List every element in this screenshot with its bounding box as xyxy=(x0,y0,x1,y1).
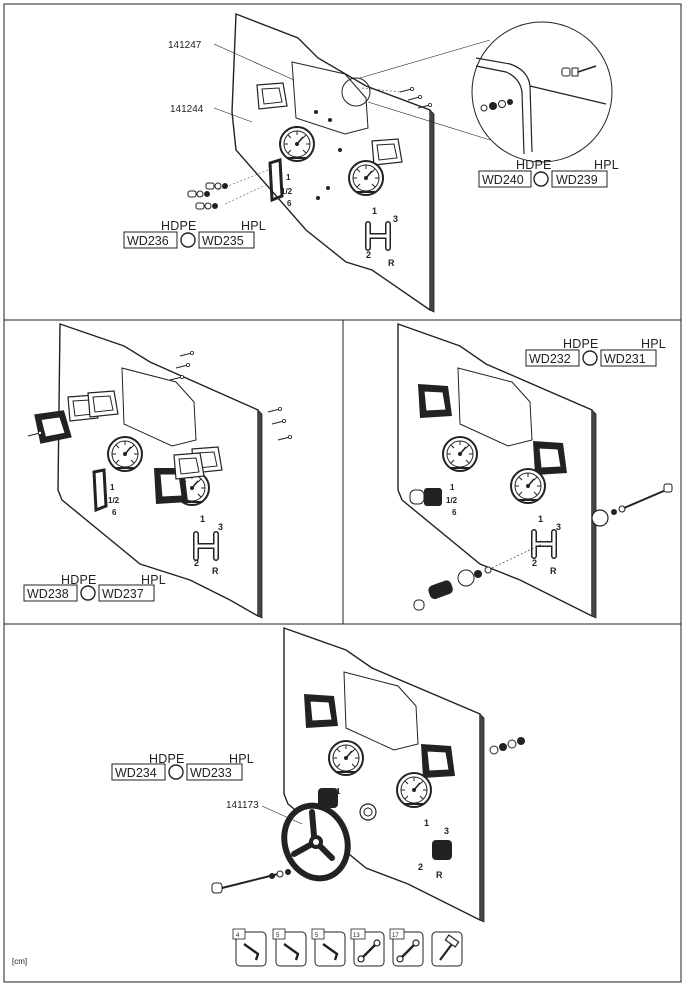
svg-text:3: 3 xyxy=(444,826,449,836)
material-toggle-icon xyxy=(80,585,96,601)
step-2-code-hpl: WD237 xyxy=(102,587,144,601)
step-1-code-hdpe: WD236 xyxy=(127,234,169,248)
step-4-frame xyxy=(3,623,682,983)
svg-text:1: 1 xyxy=(372,206,377,216)
svg-text:R: R xyxy=(388,258,395,268)
svg-text:3: 3 xyxy=(218,522,223,532)
step-2-panel-drawing: 1 1/2 6 1 3 2 R xyxy=(27,323,293,619)
step-1-material-hdpe: HDPE xyxy=(161,219,197,233)
svg-text:6: 6 xyxy=(112,508,117,517)
tool-hex-key-4: 4 xyxy=(232,928,267,967)
detail-code-hpl: WD239 xyxy=(556,173,598,187)
tool-wrench-13: 13 xyxy=(350,928,385,967)
tool-hex-key-5b: 5 xyxy=(311,928,346,967)
step-3-code-hpl: WD231 xyxy=(604,352,646,366)
part-label-141244: 141244 xyxy=(170,104,204,115)
svg-text:3: 3 xyxy=(393,214,398,224)
hex-key-icon xyxy=(322,943,339,961)
step-1-code-box: HDPE HPL WD236 WD235 xyxy=(123,219,266,249)
step-2-code-box: HDPE HPL WD238 WD237 xyxy=(23,573,166,602)
detail-magnifier xyxy=(341,21,613,163)
part-label-141173: 141173 xyxy=(226,800,259,811)
svg-text:1/2: 1/2 xyxy=(281,187,293,196)
unit-label: [cm] xyxy=(12,957,27,966)
svg-text:1: 1 xyxy=(200,514,205,524)
wrench-icon xyxy=(357,939,381,963)
svg-text:1/2: 1/2 xyxy=(446,496,458,505)
step-1-material-hpl: HPL xyxy=(241,219,266,233)
svg-text:6: 6 xyxy=(287,199,292,208)
svg-text:2: 2 xyxy=(418,862,423,872)
svg-text:R: R xyxy=(212,566,219,576)
step-3-panel-drawing: 1 1/2 6 1 3 2 R xyxy=(397,323,673,619)
detail-code-hdpe: WD240 xyxy=(482,173,524,187)
step-4-material-hpl: HPL xyxy=(229,752,254,766)
part-label-141247: 141247 xyxy=(168,40,202,51)
tool-size-label: 5 xyxy=(276,933,280,939)
svg-text:1: 1 xyxy=(538,514,543,524)
tool-wrench-17: 17 xyxy=(389,928,424,967)
svg-text:1: 1 xyxy=(286,173,291,182)
step-4-material-hdpe: HDPE xyxy=(149,752,185,766)
step-2-code-hdpe: WD238 xyxy=(27,587,69,601)
step-4-code-box: HDPE HPL WD234 WD233 xyxy=(111,752,254,781)
svg-text:1/2: 1/2 xyxy=(108,496,120,505)
svg-text:1: 1 xyxy=(424,818,429,828)
material-toggle-icon xyxy=(180,232,196,248)
tool-size-label: 5 xyxy=(315,933,319,939)
hex-key-icon xyxy=(283,943,300,961)
wrench-icon xyxy=(396,939,420,963)
step-1-detail-code-box: HDPE HPL WD240 WD239 xyxy=(478,158,619,188)
step-2-material-hpl: HPL xyxy=(141,573,166,587)
step-3-material-hdpe: HDPE xyxy=(563,337,599,351)
svg-text:6: 6 xyxy=(452,508,457,517)
svg-text:2: 2 xyxy=(194,558,199,568)
tool-hex-key-5a: 5 xyxy=(272,928,307,967)
step-4-code-hpl: WD233 xyxy=(190,766,232,780)
svg-text:R: R xyxy=(550,566,557,576)
step-2-material-hdpe: HDPE xyxy=(61,573,97,587)
svg-text:1: 1 xyxy=(336,787,341,796)
material-toggle-icon xyxy=(533,171,549,187)
svg-text:2: 2 xyxy=(366,250,371,260)
step-1-code-hpl: WD235 xyxy=(202,234,244,248)
svg-text:2: 2 xyxy=(532,558,537,568)
svg-text:R: R xyxy=(436,870,443,880)
tools-row: 4 5 5 13 17 xyxy=(232,928,463,967)
tool-size-label: 17 xyxy=(392,933,399,939)
material-toggle-icon xyxy=(582,350,598,366)
tool-hammer xyxy=(431,931,463,967)
step-3-code-box: HDPE HPL WD232 WD231 xyxy=(525,337,666,367)
step-3-code-hdpe: WD232 xyxy=(529,352,571,366)
hex-key-icon xyxy=(243,943,260,961)
tool-size-label: 4 xyxy=(236,933,240,939)
step-4-code-hdpe: WD234 xyxy=(115,766,157,780)
material-toggle-icon xyxy=(168,764,184,780)
svg-text:1: 1 xyxy=(450,483,455,492)
hammer-icon xyxy=(439,934,460,961)
svg-text:1: 1 xyxy=(110,483,115,492)
step-4-panel-drawing: 1 1 3 2 R xyxy=(211,627,525,923)
step-1-panel-drawing: 1 1/2 6 1 3 2 R xyxy=(187,12,435,313)
step-3-material-hpl: HPL xyxy=(641,337,666,351)
detail-material-hpl: HPL xyxy=(594,158,619,172)
tool-size-label: 13 xyxy=(353,933,360,939)
svg-text:3: 3 xyxy=(556,522,561,532)
detail-material-hdpe: HDPE xyxy=(516,158,552,172)
